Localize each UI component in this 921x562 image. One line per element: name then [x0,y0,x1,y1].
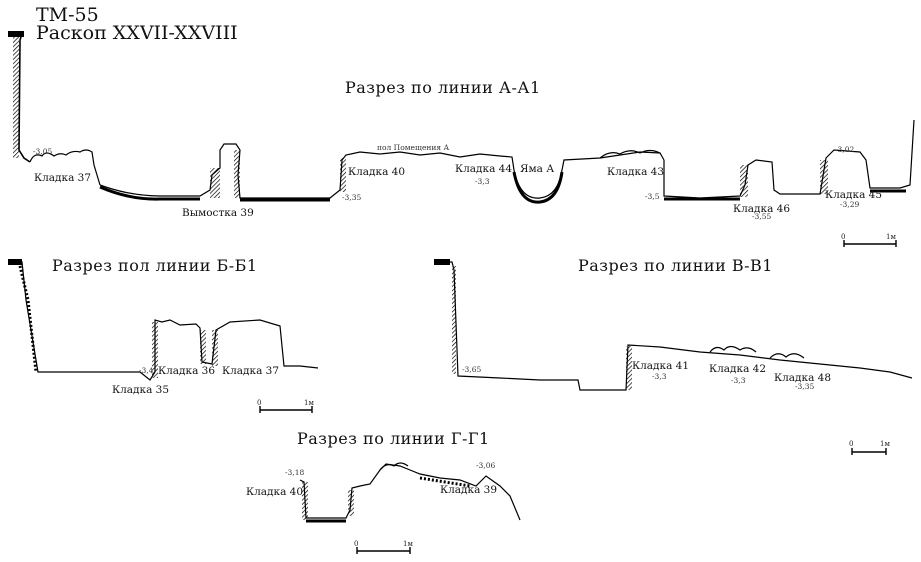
aa-k37-stones [29,149,101,186]
sheet-code: ТМ-55 [36,4,99,26]
aa-label-k45: Кладка 45 [825,189,883,201]
gg-scale-one: 1м [403,540,413,548]
aa-elev-305: -3,05 [33,147,53,156]
vv-label-k42: Кладка 42 [709,363,767,375]
aa-k45-hatch [820,160,828,194]
vv-elev-33a: -3,3 [652,372,667,381]
gg-elev-306: -3,06 [476,461,496,470]
aa-k43-stones [599,149,661,159]
vv-wall-top [434,259,450,265]
vv-k41-hatch [626,346,632,390]
profile-aa [8,31,915,247]
aa-left-wall-hatch [13,36,19,158]
aa-scale-one: 1м [886,233,896,241]
aa-pit-hatch [512,171,564,204]
aa-elev-33: -3,3 [475,177,490,186]
aa-label-k37: Кладка 37 [34,172,92,184]
sheet-subtitle: Раскоп XXVII-XXVIII [36,22,238,44]
vv-label-k41: Кладка 41 [632,360,690,372]
gg-label-k39: Кладка 39 [440,484,498,496]
gg-elev-318: -3,18 [285,468,305,477]
aa-label-v39: Вымостка 39 [182,207,254,219]
gg-k40-hatch [302,482,308,520]
bb-title: Разрез пол линии Б-Б1 [52,256,258,275]
aa-v39-hatch-2 [234,150,240,198]
gg-mid-hatch [348,490,354,516]
vv-k48-stones [769,353,805,359]
vv-wall-hatch [452,266,456,374]
bb-k35-hatch [152,322,158,378]
aa-title: Разрез по линии А-А1 [345,78,541,97]
aa-ground-2 [663,119,915,199]
vv-elev-365: -3,65 [462,365,482,374]
bb-scale-zero: 0 [257,399,262,407]
bb-label-k36: Кладка 36 [158,365,216,377]
vv-scale-zero: 0 [849,440,854,448]
aa-k40-hatch [340,158,346,192]
aa-elev-355: -3,55 [752,212,772,221]
aa-label-floor: пол Помещения А [377,143,450,152]
aa-label-k46: Кладка 46 [733,203,791,215]
aa-label-k40: Кладка 40 [348,166,406,178]
aa-v39-hatch [210,168,220,198]
gg-top-stones [379,462,409,471]
vv-title: Разрез по линии В-В1 [578,256,773,275]
aa-elev-335: -3,35 [342,193,362,202]
aa-label-k43: Кладка 43 [607,166,665,178]
vv-scale-one: 1м [880,440,890,448]
aa-label-pit: Яма А [520,163,555,175]
bb-k36-hatch [200,330,206,364]
vv-scale-bar [851,448,887,455]
gg-scale-bar [356,547,411,554]
gg-label-k40: Кладка 40 [246,486,304,498]
aa-scale-zero: 0 [841,233,846,241]
gg-k39-hatch [419,476,471,488]
gg-scale-zero: 0 [354,540,359,548]
bb-label-k35: Кладка 35 [112,384,170,396]
bb-wall-hatch [18,265,38,373]
aa-label-k44: Кладка 44 [455,163,513,175]
bb-left-wall [8,261,319,381]
aa-elev-329: -3,29 [840,200,860,209]
bb-scale-bar [259,406,313,413]
aa-k46-hatch [740,165,748,197]
profile-vv [434,259,913,455]
aa-elev-302: -3,02 [835,145,855,154]
profile-gg [299,462,521,554]
bb-label-k37: Кладка 37 [222,365,280,377]
vv-label-k48: Кладка 48 [774,372,832,384]
vv-elev-33b: -3,3 [731,376,746,385]
vv-k42-stones [709,345,757,353]
profile-bb [8,259,319,413]
aa-elev-35: -3,5 [645,192,660,201]
vv-elev-335: -3,35 [795,382,815,391]
aa-k40-wall [339,151,665,199]
gg-title: Разрез по линии Г-Г1 [297,429,490,448]
bb-wall-top [8,259,22,265]
aa-ground-hatch-1 [99,185,200,201]
bb-scale-one: 1м [304,399,314,407]
bb-k37-hatch [212,330,218,366]
bb-elev-34: -3,4 [139,366,154,375]
aa-left-wall-top [8,31,24,37]
aa-scale-bar [843,240,897,247]
